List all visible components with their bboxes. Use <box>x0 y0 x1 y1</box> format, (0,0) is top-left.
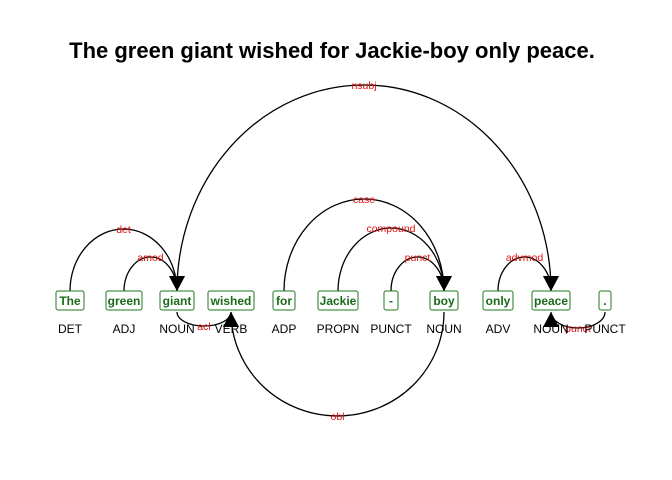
arc-line <box>337 227 445 292</box>
arcs-layer: nsubj det amod case compound punct advmod acl ob… <box>69 80 606 423</box>
token-word: - <box>389 294 393 308</box>
token-pos-tag: ADJ <box>113 322 136 336</box>
token-word: for <box>276 294 292 308</box>
token-pos-tag: PROPN <box>317 322 360 336</box>
token: . PUNCT <box>584 290 626 336</box>
arc-label: det <box>116 224 131 236</box>
arc-label: acl <box>197 321 210 333</box>
token-box <box>159 290 195 311</box>
arc-line <box>69 228 178 292</box>
token-pos-tag: VERB <box>215 322 248 336</box>
dependency-arc: compound <box>337 223 452 292</box>
token-word: giant <box>163 294 192 308</box>
arc-line <box>283 198 445 292</box>
token-pos-tag: NOUN <box>533 322 568 336</box>
dependency-arc: det <box>69 224 185 292</box>
arc-label: case <box>353 194 375 206</box>
arrowhead <box>436 276 452 291</box>
token-pos-tag: NOUN <box>159 322 194 336</box>
arc-label: obl <box>330 411 344 423</box>
token-word: Jackie <box>320 294 357 308</box>
token-pos-tag: DET <box>58 322 83 336</box>
arc-label: compound <box>366 223 415 235</box>
token-pos-tag: ADP <box>272 322 297 336</box>
arc-label: punct <box>565 323 591 335</box>
token-box <box>598 290 612 311</box>
token-pos-tag: ADV <box>486 322 511 336</box>
dependency-arc: nsubj <box>176 80 559 292</box>
dependency-arc: obl <box>223 311 445 423</box>
token-word: peace <box>534 294 568 308</box>
arc-label: advmod <box>506 252 544 264</box>
dependency-arc: advmod <box>497 252 559 292</box>
token-word: only <box>486 294 511 308</box>
token-pos-tag: NOUN <box>426 322 461 336</box>
token-word: wished <box>210 294 252 308</box>
arc-line <box>230 311 445 417</box>
token-box <box>482 290 514 311</box>
token-word: The <box>59 294 81 308</box>
arc-line <box>176 84 552 292</box>
dependency-arc: punct <box>543 311 606 335</box>
arrowhead <box>543 276 559 291</box>
token-box <box>272 290 296 311</box>
arc-label: nsubj <box>351 80 376 92</box>
arrowhead <box>223 312 239 327</box>
token-box <box>383 290 399 311</box>
token: - PUNCT <box>370 290 412 336</box>
token-box <box>55 290 85 311</box>
token-box <box>105 290 143 311</box>
token-box <box>429 290 459 311</box>
dependency-arc: punct <box>390 252 452 292</box>
token-box <box>317 290 359 311</box>
token-pos-tag: PUNCT <box>584 322 626 336</box>
token-box <box>207 290 255 311</box>
dependency-arc: case <box>283 194 452 292</box>
arc-label: amod <box>137 252 163 264</box>
arrowhead <box>169 276 185 291</box>
arc-label: punct <box>405 252 431 264</box>
token-pos-tag: PUNCT <box>370 322 412 336</box>
arrowhead <box>543 312 559 327</box>
token-word: . <box>603 294 606 308</box>
diagram-title: The green giant wished for Jackie-boy on… <box>69 38 595 63</box>
token-word: green <box>108 294 141 308</box>
token-box <box>531 290 571 311</box>
dependency-arc: amod <box>123 252 185 292</box>
token-word: boy <box>433 294 455 308</box>
